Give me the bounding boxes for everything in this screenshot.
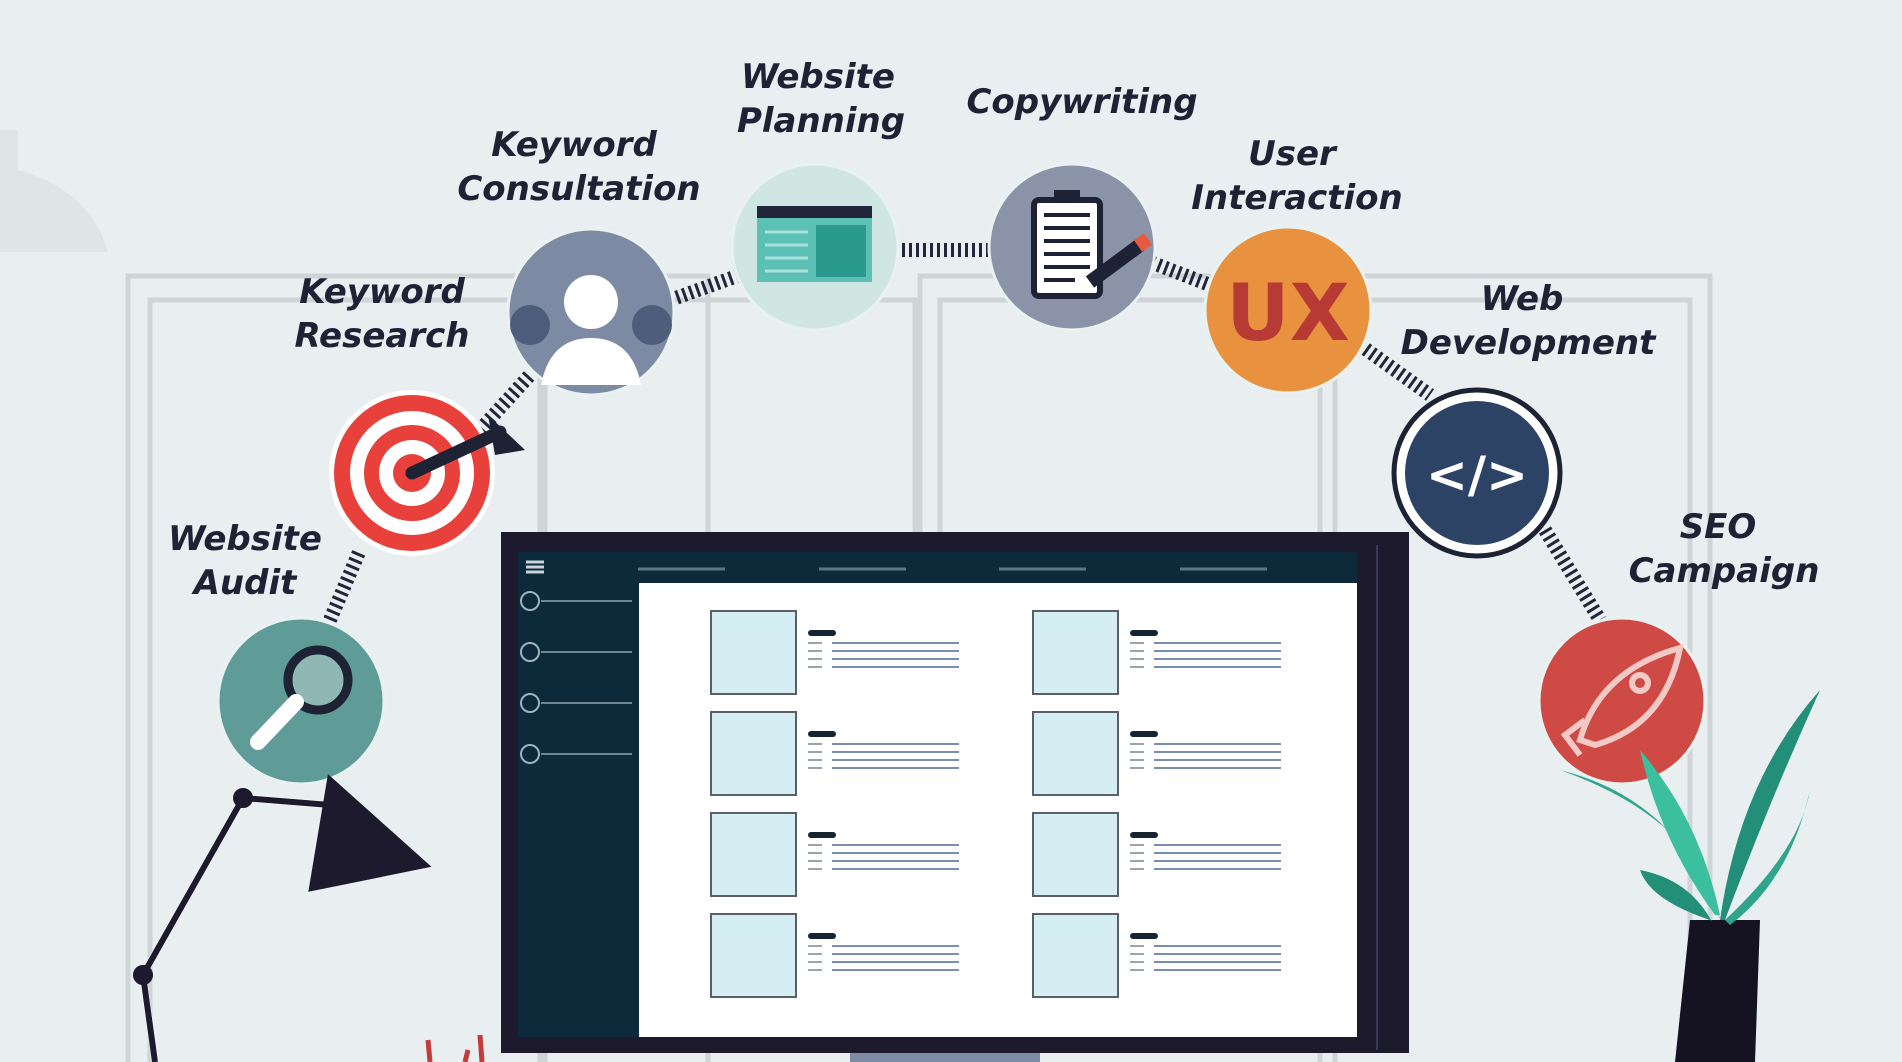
card-thumbnail [1032, 610, 1119, 695]
sidebar-item[interactable] [520, 744, 632, 764]
content-card[interactable] [710, 610, 959, 695]
card-thumbnail [710, 610, 797, 695]
step-user-interaction[interactable]: UX [1203, 225, 1373, 395]
content-card[interactable] [1032, 711, 1281, 796]
people-icon [510, 275, 672, 385]
content-card[interactable] [710, 711, 959, 796]
card-title [1130, 731, 1158, 737]
content-card[interactable] [710, 812, 959, 897]
content-card[interactable] [1032, 812, 1281, 897]
card-title [1130, 933, 1158, 939]
monitor-stand [850, 1053, 1040, 1062]
target-icon [334, 395, 525, 551]
card-title [808, 933, 836, 939]
content-card[interactable] [710, 913, 959, 998]
card-grid [710, 610, 1281, 998]
monitor [501, 532, 1409, 1062]
step-website-audit[interactable] [216, 616, 386, 786]
card-title [1130, 832, 1158, 838]
rocket-icon [1560, 643, 1684, 757]
card-thumbnail [710, 812, 797, 897]
step-seo-campaign[interactable] [1537, 616, 1707, 786]
content-card[interactable] [1032, 913, 1281, 998]
desk-lamp [133, 774, 432, 1062]
sidebar-item[interactable] [520, 591, 632, 611]
circle-icon [520, 642, 540, 662]
card-thumbnail [1032, 711, 1119, 796]
potted-plant [1560, 690, 1820, 1062]
circle-icon [520, 693, 540, 713]
screen-sidebar [520, 591, 632, 764]
magnifier-icon [250, 645, 353, 750]
dna-chain-connectors [323, 243, 1606, 624]
card-title [808, 731, 836, 737]
step-website-planning[interactable] [730, 162, 900, 332]
label-copywriting: Copywriting [966, 82, 1197, 122]
menu-icon[interactable] [526, 560, 544, 574]
step-web-development[interactable]: </> [1391, 387, 1563, 559]
content-card[interactable] [1032, 610, 1281, 695]
step-keyword-research[interactable] [329, 390, 525, 556]
card-thumbnail [1032, 812, 1119, 897]
step-copywriting[interactable] [987, 162, 1157, 332]
layout-icon [757, 206, 872, 282]
sidebar-item[interactable] [520, 642, 632, 662]
step-keyword-consultation[interactable] [506, 227, 676, 397]
circle-icon [520, 744, 540, 764]
code-icon: </> [1426, 446, 1528, 504]
step-circles: UX </> [216, 162, 1707, 786]
wall-lamp [0, 130, 108, 252]
card-thumbnail [710, 913, 797, 998]
circle-icon [520, 591, 540, 611]
pencils [425, 1034, 485, 1062]
card-thumbnail [1032, 913, 1119, 998]
card-title [1130, 630, 1158, 636]
card-title [808, 630, 836, 636]
sidebar-item[interactable] [520, 693, 632, 713]
ux-icon: UX [1226, 269, 1349, 359]
card-thumbnail [710, 711, 797, 796]
card-title [808, 832, 836, 838]
clipboard-pen-icon [1031, 190, 1153, 299]
